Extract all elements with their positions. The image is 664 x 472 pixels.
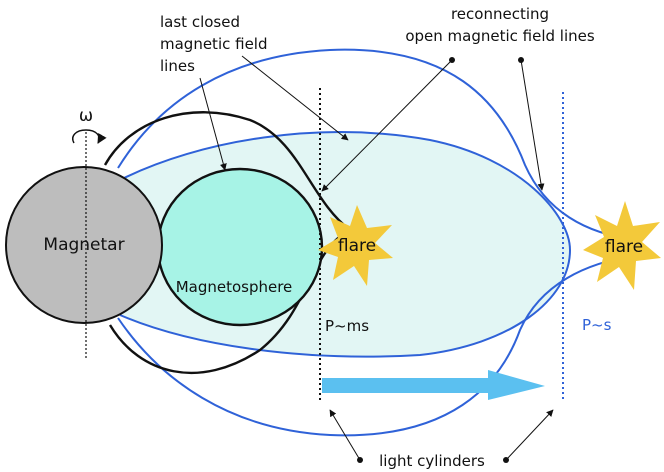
reconnecting-pointer-left (321, 59, 453, 192)
last-closed-pointer (199, 77, 227, 171)
omega-label: ω (79, 106, 93, 126)
reconnecting-label-line1: reconnecting (451, 5, 549, 23)
magnetar (5, 166, 163, 324)
magnetar-label: Magnetar (43, 235, 124, 255)
rotation-arrow-icon (72, 129, 107, 144)
open-field-line-bottom (117, 254, 641, 437)
flare-inner-label: flare (338, 236, 376, 256)
light-cylinders-pointer-right (505, 409, 554, 461)
expansion-arrow-icon (322, 370, 545, 400)
reconnecting-pointer-right (520, 59, 545, 191)
magnetosphere-label: Magnetosphere (176, 278, 293, 296)
flare-outer-label: flare (605, 237, 643, 257)
last-closed-label-line2: magnetic field (160, 35, 268, 53)
last-closed-label-line3: lines (160, 57, 195, 75)
flare-inner-icon (318, 205, 393, 286)
field-line-pointer (241, 55, 349, 141)
magnetosphere (156, 167, 324, 327)
period-s-label: P~s (582, 316, 612, 334)
open-field-line-top (117, 48, 641, 241)
light-cylinders-pointer-left (329, 409, 361, 461)
flare-outer-icon (583, 201, 661, 290)
period-ms-label: P~ms (325, 317, 369, 335)
reconnecting-label-line2: open magnetic field lines (405, 27, 595, 45)
light-cylinders-label: light cylinders (379, 452, 485, 470)
last-closed-label-line1: last closed (160, 13, 240, 31)
